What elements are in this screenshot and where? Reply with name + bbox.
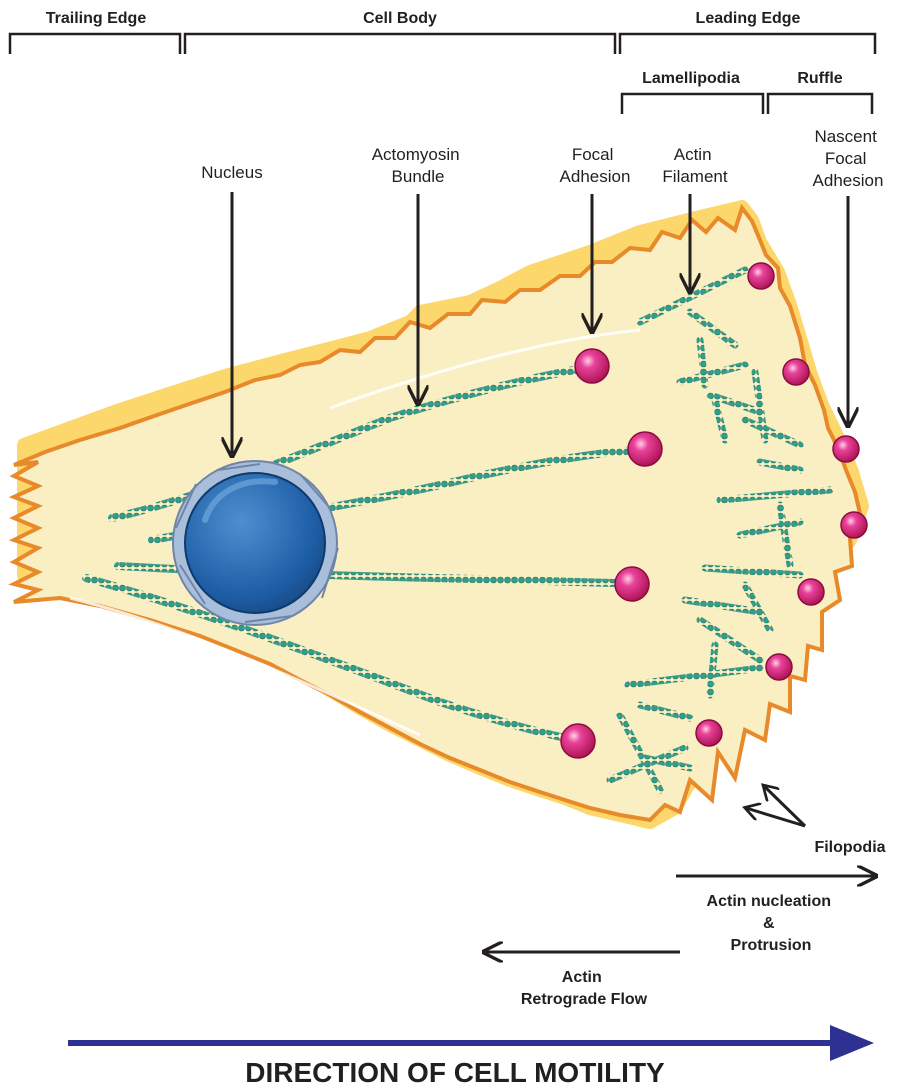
lamellipodia-bracket <box>622 94 763 114</box>
ruffle-label: Ruffle <box>797 70 842 87</box>
direction-arrow <box>68 1025 874 1061</box>
nascent-adhesion <box>798 579 824 605</box>
nucleus <box>173 461 338 625</box>
actin-filament <box>710 645 715 695</box>
lamellipodia-label: Lamellipodia <box>642 70 740 87</box>
cell-body-bracket <box>185 34 615 54</box>
focal-adhesion <box>575 349 609 383</box>
nucleus-body <box>185 473 325 613</box>
filopodia-label: Filopodia <box>814 839 885 856</box>
nascent-adhesion <box>841 512 867 538</box>
region-brackets <box>10 34 875 114</box>
focal-adhesion <box>561 724 595 758</box>
ruffle-bracket <box>768 94 872 114</box>
nascent-adhesion <box>783 359 809 385</box>
leading-edge-bracket <box>620 34 875 54</box>
actin-retrograde-flow-label: Actin Retrograde Flow <box>521 969 648 1008</box>
trailing-edge-bracket <box>10 34 180 54</box>
direction-arrow-head <box>830 1025 874 1061</box>
focal-adhesion <box>615 567 649 601</box>
nucleus-label: Nucleus <box>201 163 262 182</box>
actin-filament-label: Actin Filament <box>662 145 727 186</box>
nascent-adhesion <box>696 720 722 746</box>
leading-edge-label: Leading Edge <box>696 10 801 27</box>
nascent-adhesion <box>748 263 774 289</box>
nascent-adhesion <box>766 654 792 680</box>
focal-adhesion-label: Focal Adhesion <box>560 145 631 186</box>
actin-nucleation-label: Actin nucleation & Protrusion <box>707 893 836 954</box>
focal-adhesion <box>628 432 662 466</box>
filopodia-arrows <box>746 786 805 826</box>
direction-of-cell-motility-title: DIRECTION OF CELL MOTILITY <box>245 1057 665 1088</box>
nascent-adhesion <box>833 436 859 462</box>
nascent-focal-adhesion-label: Nascent Focal Adhesion <box>813 127 884 190</box>
trailing-edge-label: Trailing Edge <box>46 10 147 27</box>
actomyosin-bundle-label: Actomyosin Bundle <box>372 145 465 186</box>
cell-body-label: Cell Body <box>363 10 437 27</box>
